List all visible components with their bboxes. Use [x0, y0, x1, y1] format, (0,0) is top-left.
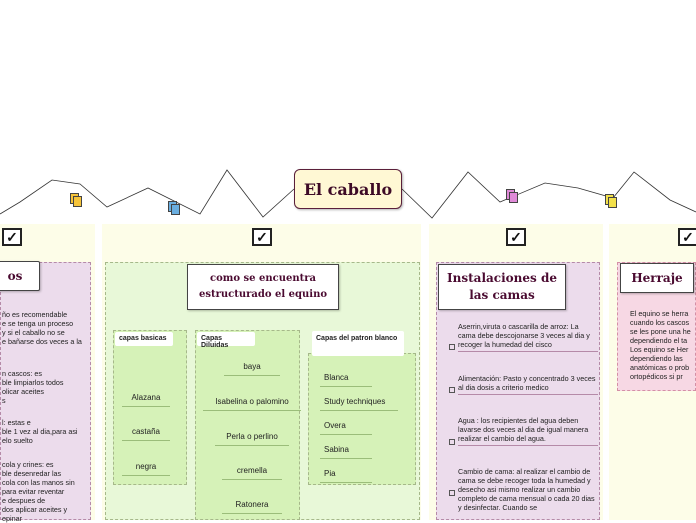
central-topic[interactable]: El caballo	[294, 169, 402, 209]
note-icon	[171, 204, 180, 215]
beds-item[interactable]: Cambio de cama: al realizar el cambio de…	[448, 467, 598, 512]
left-topic[interactable]: os	[0, 261, 40, 291]
herraje-text: El equino se herra cuando los cascos se …	[630, 309, 691, 381]
structure-topic[interactable]: como se encuentra estructurado el equino	[187, 264, 339, 310]
leaf-item[interactable]: negra	[122, 462, 170, 476]
group-label[interactable]: Capas Diluidas	[197, 332, 255, 349]
left-notes-container	[0, 262, 91, 520]
beds-item-text: Aserrin,viruta o cascarilla de arroz: La…	[458, 322, 598, 352]
group-capas-patron-blanco	[308, 353, 416, 485]
checkbox-icon[interactable]: ✓	[2, 228, 22, 246]
beds-item-text: Agua : los recipientes del agua deben la…	[458, 416, 598, 446]
beds-item[interactable]: Aserrin,viruta o cascarilla de arroz: La…	[448, 322, 598, 352]
leaf-item[interactable]: Overa	[320, 421, 372, 435]
left-note: n cascos: es ble limpiarlos todos olicar…	[2, 369, 64, 405]
note-icon	[509, 192, 518, 203]
note-icon	[449, 490, 455, 496]
leaf-item[interactable]: Perla o perlino	[215, 432, 289, 446]
group-capas-basicas	[113, 330, 187, 485]
note-icon	[449, 387, 455, 393]
leaf-item[interactable]: Study techniques	[320, 397, 398, 411]
note-icon	[449, 439, 455, 445]
leaf-item[interactable]: Blanca	[320, 373, 372, 387]
beds-topic[interactable]: Instalaciones de las camas	[438, 264, 566, 310]
leaf-item[interactable]: Alazana	[122, 393, 170, 407]
beds-item-text: Alimentación: Pasto y concentrado 3 vece…	[458, 374, 598, 395]
leaf-item[interactable]: cremella	[222, 466, 282, 480]
left-note: l: estas e ble 1 vez al dia,para asi elo…	[2, 418, 78, 445]
group-label[interactable]: Capas del patron blanco	[312, 331, 404, 356]
checkbox-icon[interactable]: ✓	[678, 228, 696, 246]
beds-item[interactable]: Alimentación: Pasto y concentrado 3 vece…	[448, 374, 598, 395]
left-note: ño es recomendable e se tenga un proceso…	[2, 310, 82, 346]
checkbox-icon[interactable]: ✓	[252, 228, 272, 246]
note-icon	[449, 344, 455, 350]
leaf-item[interactable]: Pia	[320, 469, 372, 483]
leaf-item[interactable]: castaña	[122, 427, 170, 441]
leaf-item[interactable]: Isabelina o palomino	[203, 397, 301, 411]
beds-item-text: Cambio de cama: al realizar el cambio de…	[458, 467, 595, 512]
leaf-item[interactable]: baya	[224, 362, 280, 376]
group-label[interactable]: capas basicas	[115, 332, 173, 346]
note-icon	[608, 197, 617, 208]
herraje-topic[interactable]: Herraje	[620, 263, 694, 293]
group-capas-diluidas	[195, 330, 300, 520]
beds-item[interactable]: Agua : los recipientes del agua deben la…	[448, 416, 598, 446]
leaf-item[interactable]: Sabina	[320, 445, 372, 459]
note-icon	[73, 196, 82, 207]
left-note: cola y crines: es ble desenredar las col…	[2, 460, 75, 523]
leaf-item[interactable]: Ratonera	[222, 500, 282, 514]
checkbox-icon[interactable]: ✓	[506, 228, 526, 246]
